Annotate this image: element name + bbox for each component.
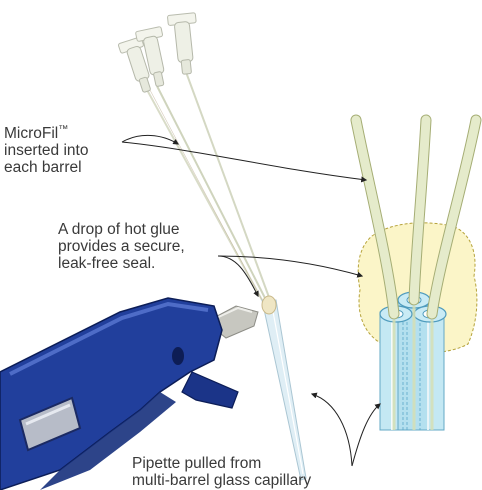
arrow-pipette-to-tip (312, 394, 352, 466)
microfil-label-line2: inserted into (4, 142, 88, 159)
pipette-label: Pipette pulled from multi-barrel glass c… (132, 455, 311, 489)
trademark-symbol: ™ (58, 124, 68, 135)
glue-label-line3: leak-free seal. (58, 255, 185, 272)
microfil-label-line3: each barrel (4, 159, 88, 176)
microfil-name: MicroFil (4, 125, 58, 142)
arrow-microfil-to-detail (122, 142, 366, 180)
glue-label-line1: A drop of hot glue (58, 221, 185, 238)
pipette (262, 296, 306, 480)
pipette-glue-drop (262, 296, 276, 314)
arrow-pipette-to-detail (352, 404, 380, 466)
glue-label-line2: provides a secure, (58, 238, 185, 255)
pipette-label-line1: Pipette pulled from (132, 455, 311, 472)
cutaway-detail (356, 120, 477, 430)
pipette-label-line2: multi-barrel glass capillary (132, 472, 311, 489)
needle-hub-right (167, 13, 201, 76)
glue-label: A drop of hot glue provides a secure, le… (58, 221, 185, 272)
arrow-glue-to-pipette (218, 256, 258, 296)
glue-gun-trigger (182, 372, 238, 408)
glue-gun-vent (172, 347, 184, 365)
microfil-label: MicroFil™ inserted into each barrel (4, 125, 88, 176)
